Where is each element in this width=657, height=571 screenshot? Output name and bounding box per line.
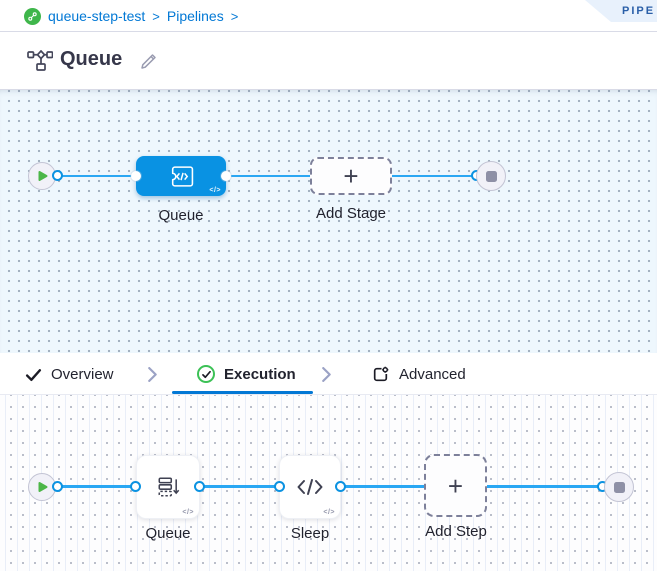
breadcrumb-separator: >: [152, 8, 160, 24]
add-stage-button[interactable]: +: [310, 157, 392, 195]
edge-port: [335, 481, 346, 492]
breadcrumb-separator: >: [230, 8, 239, 24]
edge-port: [130, 481, 141, 492]
add-step-button[interactable]: +: [424, 454, 487, 517]
tab-execution[interactable]: Execution: [197, 353, 296, 395]
code-icon: </>: [323, 509, 335, 516]
queue-icon: [158, 477, 180, 497]
execution-start-node: [28, 473, 56, 501]
tab-label: Advanced: [399, 365, 466, 383]
play-icon: [38, 482, 48, 492]
stage-config-tabs: Overview Execution Advanced: [0, 353, 657, 395]
step-node-queue[interactable]: </>: [136, 455, 200, 519]
pipeline-start-node: [28, 162, 56, 190]
plus-icon: +: [447, 470, 464, 501]
breadcrumb: queue-step-test > Pipelines >: [24, 0, 238, 32]
pipeline-studio-ribbon: PIPE: [585, 0, 657, 22]
tab-label: Execution: [224, 365, 296, 383]
step-label: Queue: [145, 525, 191, 542]
pipeline-end-node: [476, 161, 506, 191]
advanced-gear-icon: [373, 366, 389, 381]
play-icon: [38, 171, 48, 181]
chevron-right-icon: [148, 367, 158, 387]
edge-port: [52, 481, 63, 492]
code-icon: </>: [209, 187, 221, 194]
code-icon: </>: [182, 509, 194, 516]
step-node-sleep[interactable]: </>: [279, 455, 341, 519]
edge-port: [52, 170, 63, 181]
project-link-icon: [24, 7, 41, 25]
edge-port: [194, 481, 205, 492]
stop-icon: [613, 481, 625, 493]
add-step-label: Add Step: [425, 523, 487, 540]
tab-advanced[interactable]: Advanced: [371, 353, 466, 395]
code-icon: [297, 479, 323, 495]
stage-edge: [58, 175, 477, 177]
check-circle-icon: [197, 365, 215, 383]
edge-port: [274, 481, 285, 492]
pipeline-icon: [27, 49, 54, 77]
edge-port: [221, 171, 231, 181]
breadcrumb-project-link[interactable]: queue-step-test: [48, 8, 146, 24]
step-label: Sleep: [290, 525, 330, 542]
stop-icon: [485, 170, 497, 182]
check-icon: [25, 368, 42, 381]
stage-template-icon: [171, 165, 194, 187]
execution-graph-canvas[interactable]: </> Queue </> Sleep + Add Step: [0, 395, 657, 571]
execution-end-node: [604, 472, 634, 502]
stage-node-queue[interactable]: </>: [136, 156, 226, 196]
tab-label: Overview: [51, 365, 114, 383]
breadcrumb-bar: queue-step-test > Pipelines > PIPE: [0, 0, 657, 32]
add-stage-label: Add Stage: [315, 205, 387, 222]
edge-port: [131, 171, 141, 181]
ribbon-label: PIPE: [622, 5, 656, 17]
breadcrumb-pipelines-link[interactable]: Pipelines: [166, 8, 224, 24]
pencil-icon[interactable]: [139, 51, 159, 76]
stage-label: Queue: [158, 207, 204, 224]
pipeline-header: Queue VIS: [0, 32, 657, 113]
stage-graph-canvas[interactable]: </> Queue + Add Stage: [0, 90, 657, 353]
chevron-right-icon: [322, 367, 332, 387]
page-title: Queue: [60, 48, 123, 70]
plus-icon: +: [343, 161, 359, 191]
active-tab-underline: [172, 391, 313, 394]
tab-overview[interactable]: Overview: [25, 353, 114, 395]
